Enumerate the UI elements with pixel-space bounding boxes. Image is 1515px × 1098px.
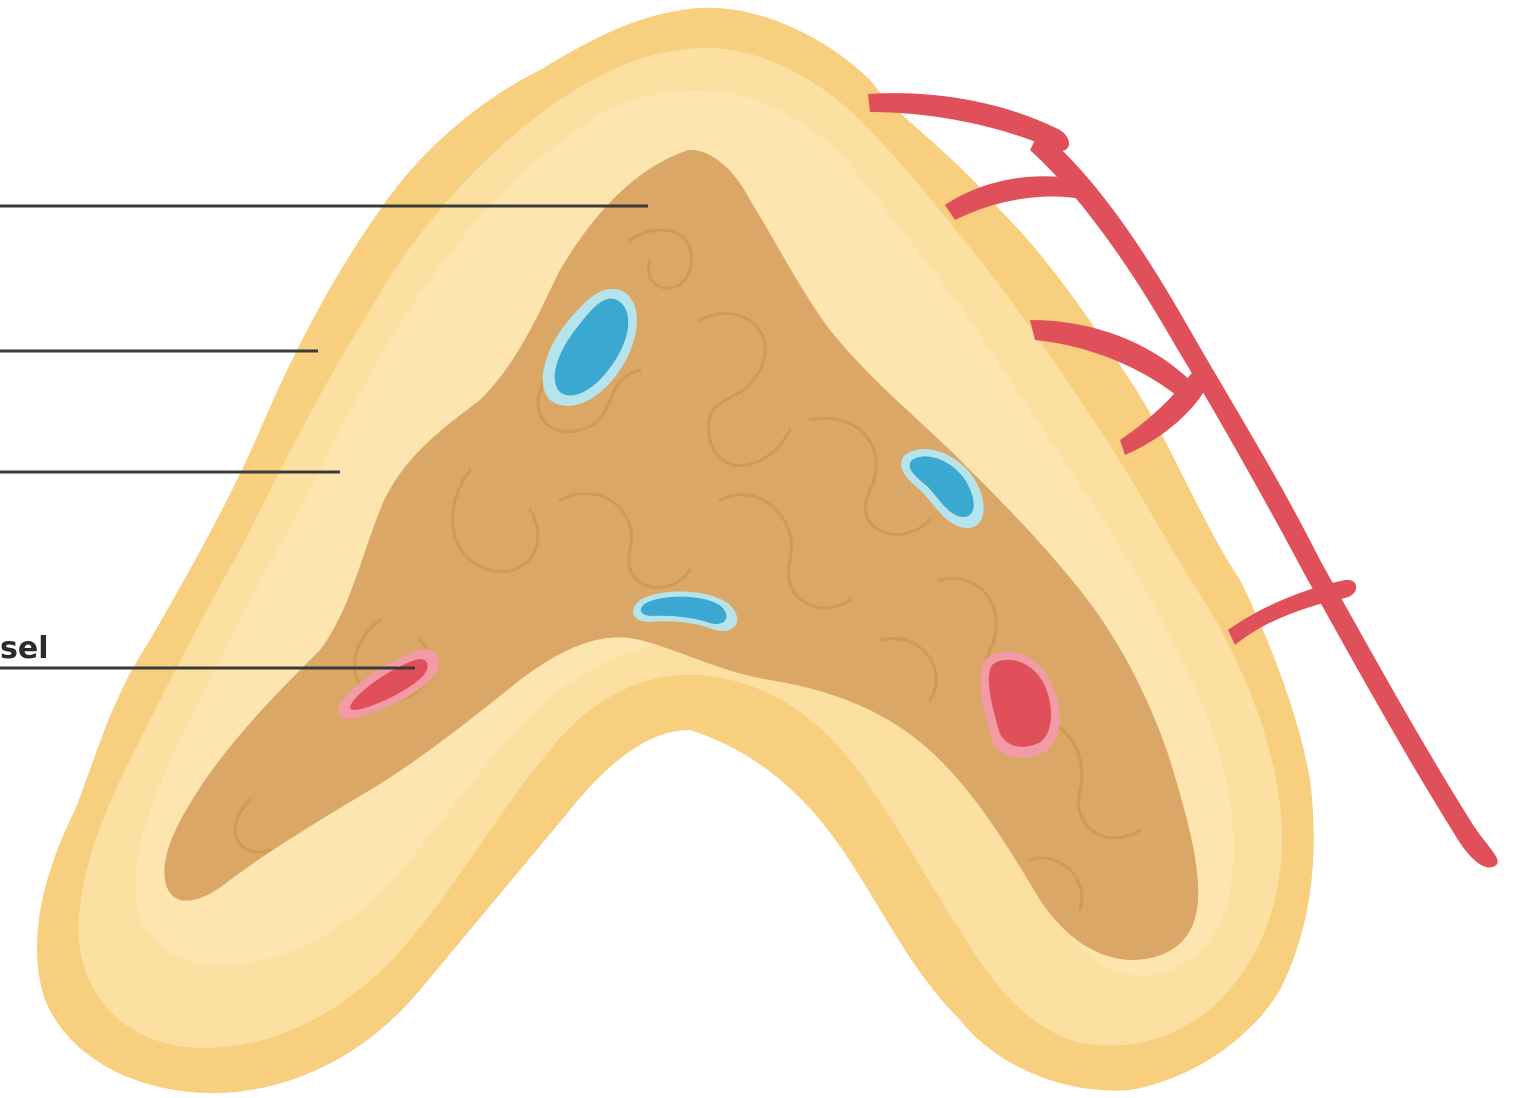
label-vessel: sel	[0, 631, 49, 666]
